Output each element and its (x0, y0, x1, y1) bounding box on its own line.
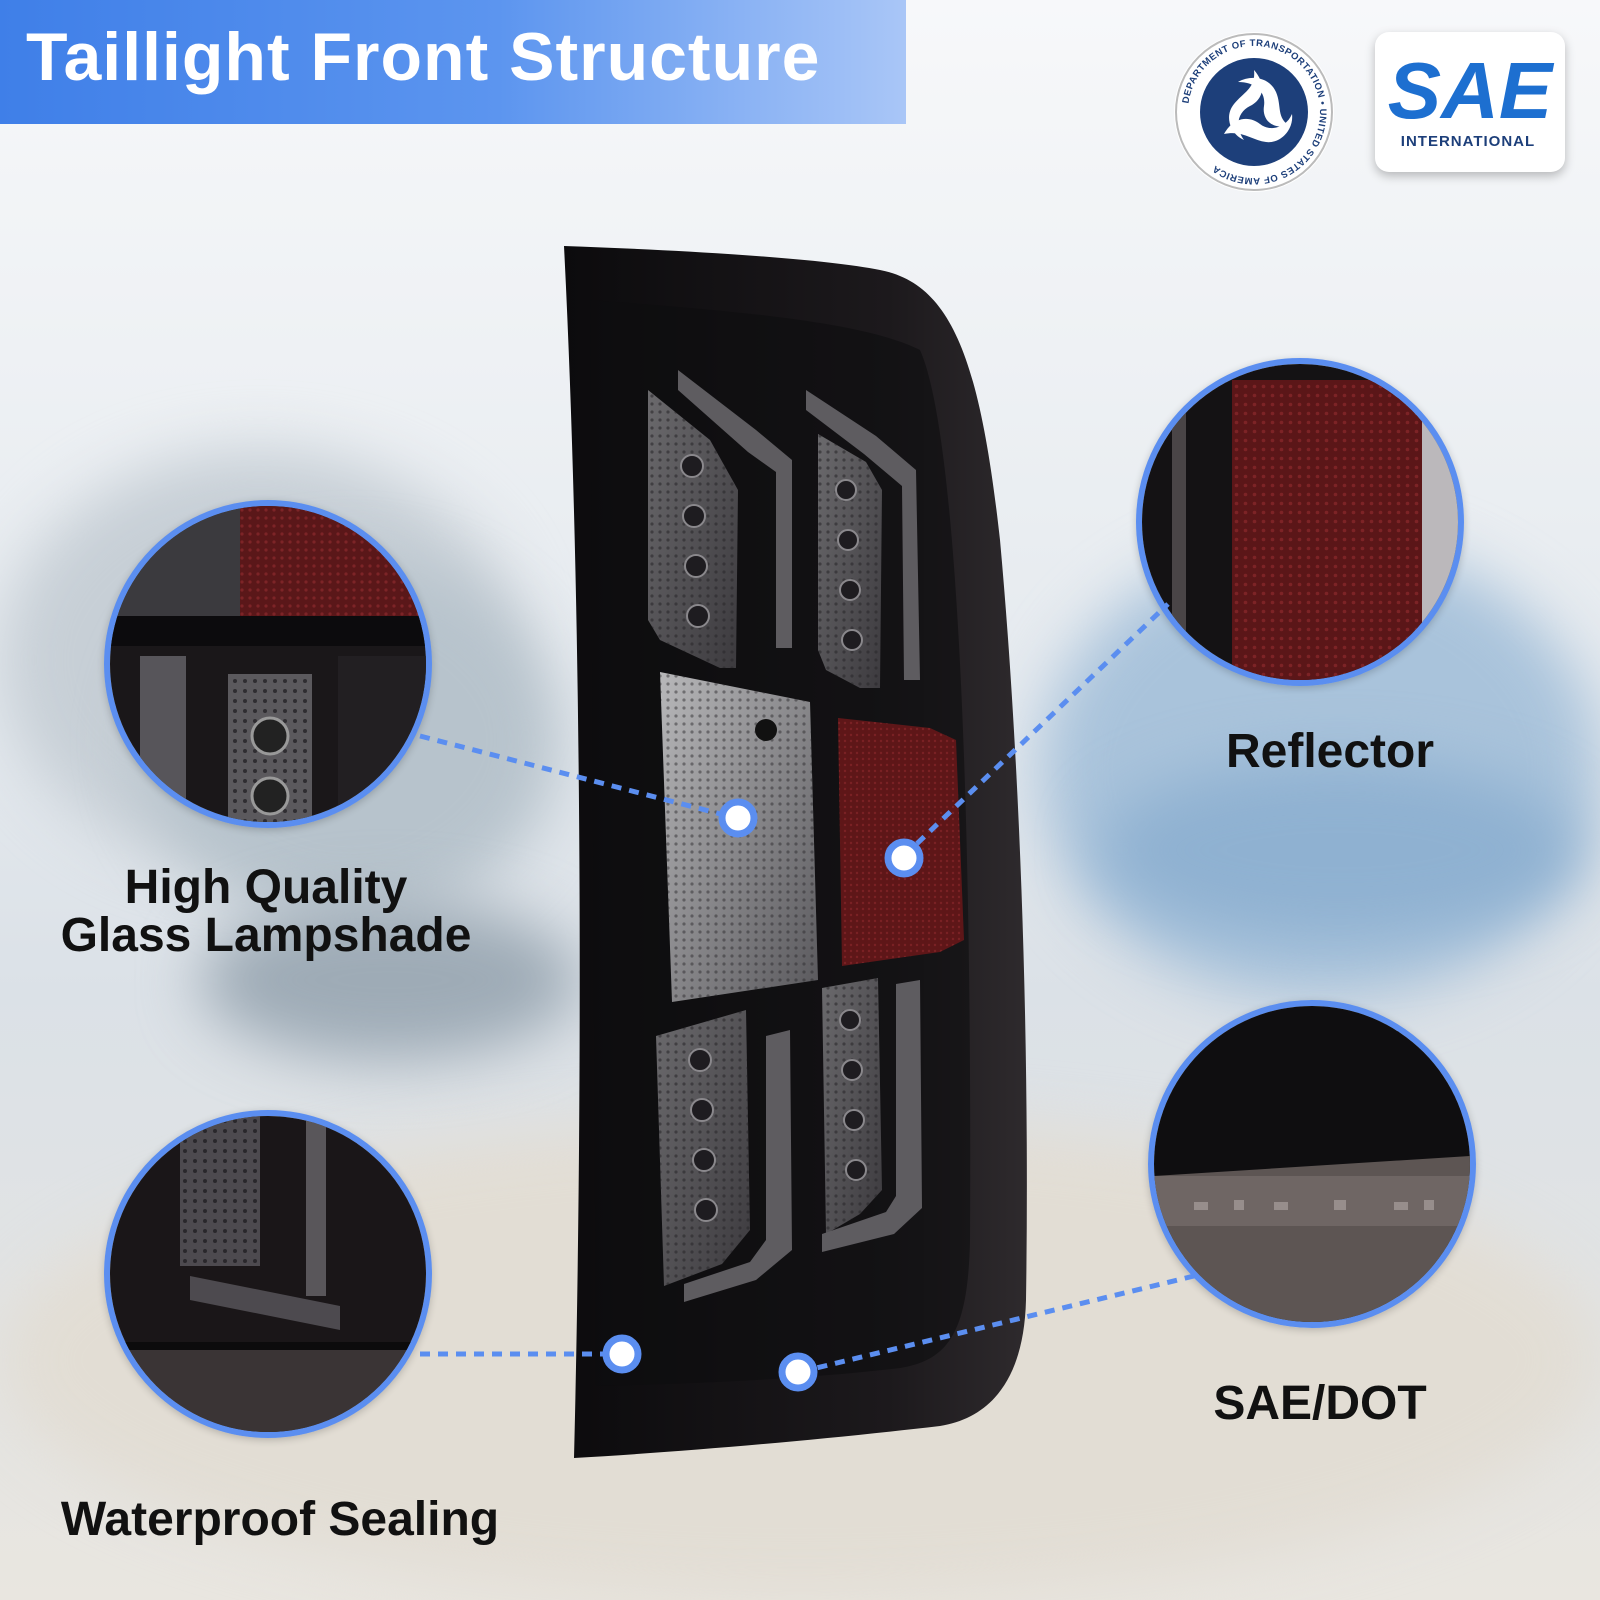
title-banner: Taillight Front Structure (0, 0, 906, 124)
sae-wordmark: SAE (1388, 46, 1555, 135)
label-glass-lampshade: High Quality Glass Lampshade (48, 864, 484, 960)
taillight-product (560, 240, 1040, 1460)
sae-subtitle: INTERNATIONAL (1401, 133, 1535, 150)
label-waterproof-sealing: Waterproof Sealing (60, 1493, 500, 1546)
page-title: Taillight Front Structure (26, 19, 821, 95)
zoom-waterproof-sealing (104, 1110, 432, 1438)
label-reflector: Reflector (1225, 725, 1435, 778)
zoom-sae-dot-mark (1148, 1000, 1476, 1328)
zoom-reflector (1136, 358, 1464, 686)
zoom-glass-lampshade (104, 500, 432, 828)
dot-seal-logo: DEPARTMENT OF TRANSPORTATION • UNITED ST… (1172, 30, 1336, 194)
label-glass-line2: Glass Lampshade (60, 909, 472, 962)
label-glass-line1: High Quality (124, 861, 408, 914)
sae-international-logo: SAE INTERNATIONAL (1375, 32, 1565, 172)
label-sae-dot: SAE/DOT (1213, 1377, 1427, 1430)
